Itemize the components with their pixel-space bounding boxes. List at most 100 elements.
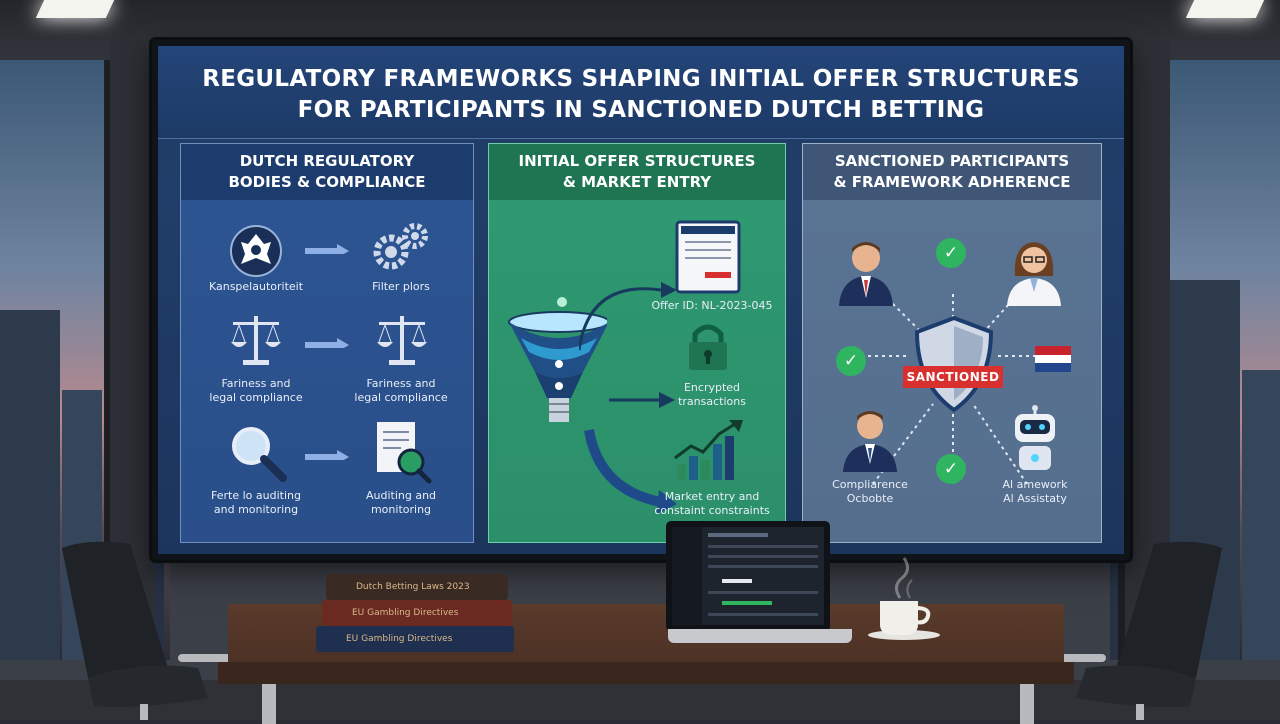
panel-heading-line-2: & FRAMEWORK ADHERENCE [833,173,1071,191]
office-chair-right [1026,541,1222,720]
netherlands-flag-icon [1035,346,1071,372]
audit-document-icon [377,422,432,484]
panel-regulatory-bodies: DUTCH REGULATORY BODIES & COMPLIANCE Kan… [180,143,474,543]
shield-icon [914,315,994,413]
ceiling [0,0,1280,40]
steam-icon [895,557,913,599]
saucer [868,630,940,640]
label-line: Fariness and [366,377,436,390]
label-line: Auditing and [365,489,437,502]
check-badge-icon: ✓ [836,346,866,376]
compliance-label: Compliarence Ocbobte [803,478,937,506]
arrow-right-icon [305,338,349,348]
book-eu-gambling-directives: EU Gambling Directives [316,626,514,652]
label-line: Fariness and [221,377,291,390]
businessman-avatar-icon [839,242,893,306]
label-line: Al amework [1002,478,1068,491]
businesswoman-avatar-icon [1007,242,1061,306]
laptop-row [708,565,818,568]
laptop [666,521,830,631]
slide-title: REGULATORY FRAMEWORKS SHAPING INITIAL OF… [158,64,1124,126]
book-eu-gambling-directives: EU Gambling Directives [322,600,512,626]
laptop-status-bar [722,601,772,605]
book-title: Dutch Betting Laws 2023 [356,582,470,592]
ceiling-light-right [1185,0,1265,18]
gears-icon [373,223,428,270]
building [0,310,60,660]
laptop-row [708,545,818,548]
magnifier-icon [232,427,287,482]
offer-document-icon [675,220,741,294]
label-line: Ferte lo auditing [211,489,301,502]
slide: REGULATORY FRAMEWORKS SHAPING INITIAL OF… [158,46,1124,554]
flow-arrows [579,282,677,514]
label-fariness-right: Fariness and legal compliance [331,377,471,405]
desk-edge [218,662,1074,684]
laptop-highlight [722,579,752,583]
label-line: and monitoring [213,503,299,516]
panel-heading-line-1: INITIAL OFFER STRUCTURES [518,152,756,170]
slide-title-line-2: FOR PARTICIPANTS IN SANCTIONED DUTCH BET… [297,97,985,123]
label-line: legal compliance [354,391,448,404]
label-auditing-right: Auditing and monitoring [331,489,471,517]
panel-heading-line-1: SANCTIONED PARTICIPANTS [834,152,1070,170]
laptop-dashboard [672,527,824,625]
panel-initial-offer: INITIAL OFFER STRUCTURES & MARKET ENTRY [488,143,786,543]
office-chair-left [62,541,258,720]
book-title: EU Gambling Directives [352,608,459,618]
sanctioned-badge: SANCTIONED [903,366,1003,388]
building [1242,370,1280,660]
cup-handle [915,606,931,625]
label-line: Compliarence [832,478,908,491]
market-entry-label: Market entry and constaint constraints [639,490,785,518]
label-kanspelautoriteit: Kanspelautoriteit [208,280,304,293]
label-line: Al Assistaty [1003,492,1067,505]
compliance-officer-avatar-icon [843,411,897,472]
label-line: constaint constraints [654,504,770,517]
slide-title-line-1: REGULATORY FRAMEWORKS SHAPING INITIAL OF… [202,66,1080,92]
coffee-cup-icon [880,601,918,635]
laptop-row [708,613,818,616]
arrow-right-icon [305,450,349,460]
laptop-row [708,555,818,558]
laptop-keyboard-base [668,629,852,643]
laptop-row [708,591,818,594]
panel-heading: INITIAL OFFER STRUCTURES & MARKET ENTRY [489,144,785,200]
panel-heading-line-1: DUTCH REGULATORY [239,152,415,170]
check-badge-icon: ✓ [936,454,966,484]
laptop-header-bar [708,533,768,537]
label-line: monitoring [370,503,432,516]
wall-display: REGULATORY FRAMEWORKS SHAPING INITIAL OF… [152,40,1130,560]
desk-leg [1020,684,1034,724]
label-line: Ocbobte [846,492,894,505]
desk-leg [262,684,276,724]
book-dutch-betting-laws: Dutch Betting Laws 2023 [326,574,508,600]
title-band: REGULATORY FRAMEWORKS SHAPING INITIAL OF… [158,46,1124,139]
ceiling-light-left [35,0,115,18]
panel-heading-line-2: BODIES & COMPLIANCE [228,173,426,191]
label-line: Market entry and [664,490,760,503]
label-line: transactions [678,395,746,408]
regulator-emblem-icon [230,225,282,277]
panel-heading: DUTCH REGULATORY BODIES & COMPLIANCE [181,144,473,200]
panel-heading-line-2: & MARKET ENTRY [562,173,712,191]
book-title: EU Gambling Directives [346,634,453,644]
label-line: legal compliance [209,391,303,404]
offer-id-label: Offer ID: NL-2023-045 [651,299,773,312]
arrow-right-icon [305,244,349,254]
window-frame [104,60,112,660]
panel-heading: SANCTIONED PARTICIPANTS & FRAMEWORK ADHE… [803,144,1101,200]
label-line: Encrypted [683,381,741,394]
check-badge-icon: ✓ [936,238,966,268]
ai-robot-icon [1015,405,1055,470]
growth-chart-icon [674,420,743,480]
laptop-sidebar [672,527,702,625]
ai-assistant-label: Al amework Al Assistaty [969,478,1101,506]
scales-icon [377,316,427,365]
panel-sanctioned-participants: SANCTIONED PARTICIPANTS & FRAMEWORK ADHE… [802,143,1102,543]
encrypted-label: Encrypted transactions [639,381,785,409]
label-fariness-left: Fariness and legal compliance [181,377,331,405]
scales-icon [231,316,281,365]
lock-icon [689,324,727,370]
label-filter-plors: Filter plors [372,280,430,293]
